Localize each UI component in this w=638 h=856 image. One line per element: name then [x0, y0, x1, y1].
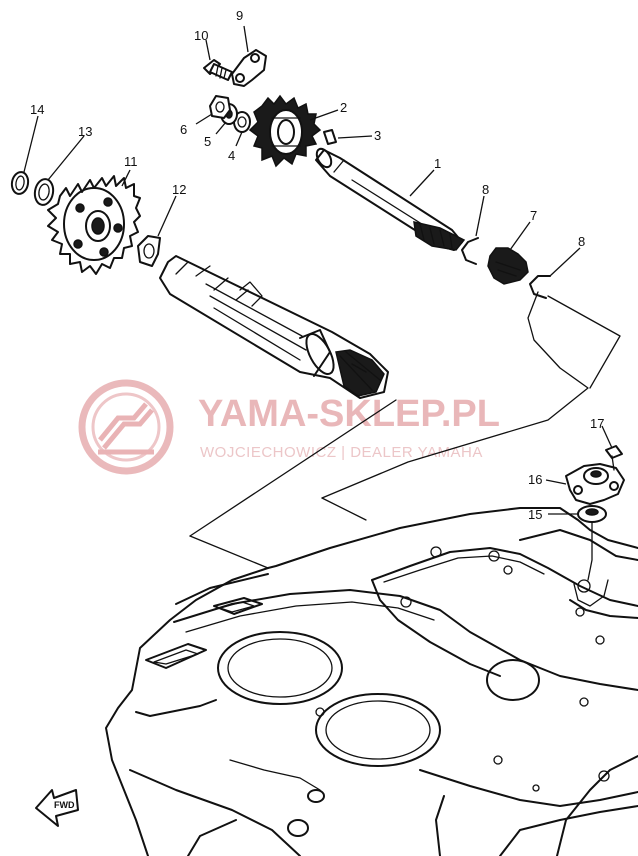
circlip-part-8-upper: [461, 237, 479, 265]
leader-lines: [23, 25, 613, 515]
nut-part-6: [209, 95, 231, 119]
gear-part-7: [487, 247, 529, 285]
part-number-labels: 1 2 3 4 5 6 7 8 8 9 10 11 12 13 14 15 16…: [30, 8, 604, 522]
bolt-part-17: [605, 445, 623, 471]
watermark-logo-icon: [78, 379, 174, 475]
part-label-7: 7: [530, 208, 537, 223]
crankcase-outline: FWD: [35, 291, 638, 856]
washer-part-12: [137, 235, 161, 267]
circlip-part-14: [10, 171, 30, 195]
gear-part-11: [47, 175, 141, 275]
part-label-9: 9: [236, 8, 243, 23]
part-label-13: 13: [78, 124, 92, 139]
part-label-16: 16: [528, 472, 542, 487]
watermark-subtitle: WOJCIECHOWICZ | DEALER YAMAHA: [200, 444, 483, 461]
watermark: YAMA-SKLEP.PL WOJCIECHOWICZ | DEALER YAM…: [78, 379, 500, 475]
part-label-8-lower: 8: [578, 234, 585, 249]
part-label-3: 3: [374, 128, 381, 143]
part-label-10: 10: [194, 28, 208, 43]
main-splined-shaft: [159, 255, 389, 399]
pin-part-3: [323, 129, 337, 145]
part-label-4: 4: [228, 148, 235, 163]
part-label-1: 1: [434, 156, 441, 171]
countershaft: [315, 147, 466, 251]
part-label-8-upper: 8: [482, 182, 489, 197]
plate-part-9: [231, 49, 267, 87]
part-label-12: 12: [172, 182, 186, 197]
part-label-11: 11: [124, 154, 138, 169]
circlip-part-13: [33, 178, 55, 206]
part-label-17: 17: [590, 416, 604, 431]
forward-arrow-icon: [35, 789, 79, 827]
part-label-14: 14: [30, 102, 44, 117]
watermark-title: YAMA-SKLEP.PL: [198, 393, 500, 435]
part-label-15: 15: [528, 507, 542, 522]
part-label-6: 6: [180, 122, 187, 137]
circlip-part-8-lower: [529, 275, 551, 299]
part-label-2: 2: [340, 100, 347, 115]
bolt-part-10: [203, 59, 233, 81]
housing-part-16: [565, 463, 625, 505]
washer-part-15: [577, 505, 607, 523]
part-label-5: 5: [204, 134, 211, 149]
gear-part-2: [248, 94, 322, 168]
forward-label: FWD: [54, 800, 75, 810]
